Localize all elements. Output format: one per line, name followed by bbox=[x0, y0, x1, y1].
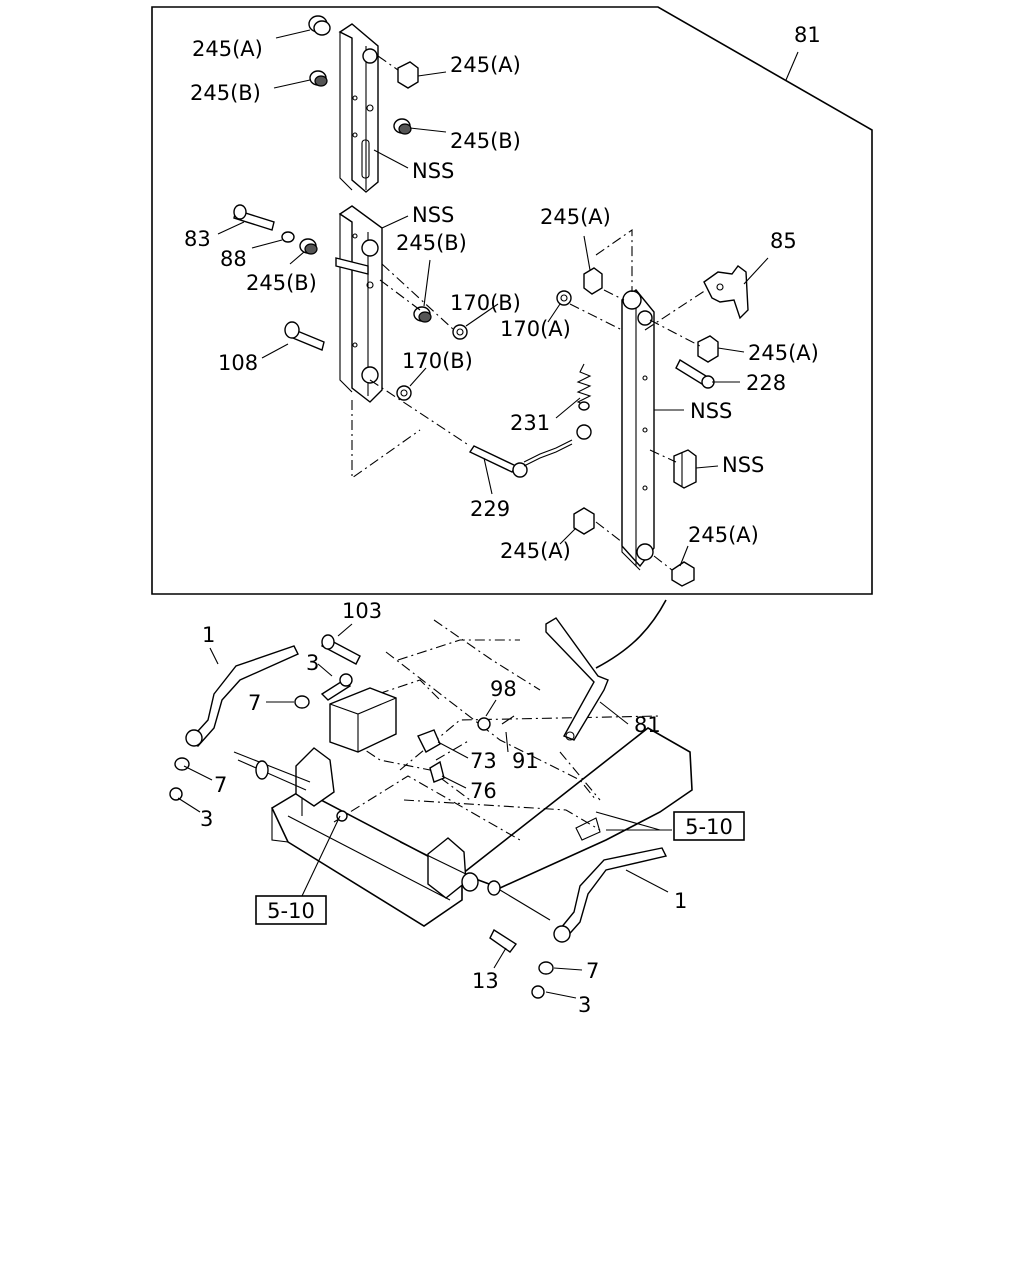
callout-label: 170(B) bbox=[402, 349, 473, 373]
callout-label: 170(A) bbox=[500, 317, 571, 341]
callout-label: 7 bbox=[214, 773, 227, 797]
callout-label: 245(A) bbox=[450, 53, 521, 77]
callout-label: 1 bbox=[202, 623, 215, 647]
callout-label: 13 bbox=[472, 969, 499, 993]
callout-label: 76 bbox=[470, 779, 497, 803]
callout-label: 245(B) bbox=[450, 129, 521, 153]
ref-box-right bbox=[673, 811, 745, 841]
ref-label-right: 5-10 bbox=[685, 815, 733, 839]
callout-label: 1 bbox=[674, 889, 687, 913]
callout-label: 3 bbox=[578, 993, 591, 1017]
callout-label: 245(A) bbox=[688, 523, 759, 547]
ref-label-left: 5-10 bbox=[267, 899, 315, 923]
bushings bbox=[299, 15, 719, 587]
callout-label: 88 bbox=[220, 247, 247, 271]
callout-label: 103 bbox=[342, 599, 382, 623]
leader-lines bbox=[217, 29, 799, 567]
callout-label: NSS bbox=[412, 203, 454, 227]
callout-label: 85 bbox=[770, 229, 797, 253]
washers bbox=[281, 231, 572, 401]
callout-label: 7 bbox=[586, 959, 599, 983]
callout-label: 245(A) bbox=[500, 539, 571, 563]
callout-label: 83 bbox=[184, 227, 211, 251]
callout-label: 108 bbox=[218, 351, 258, 375]
ref-box-left bbox=[255, 895, 327, 925]
upper-bracket bbox=[338, 23, 379, 193]
callout-label: 170(B) bbox=[450, 291, 521, 315]
callout-label: 245(B) bbox=[190, 81, 261, 105]
callout-label: 7 bbox=[248, 691, 261, 715]
rod-229 bbox=[468, 424, 592, 478]
middle-bracket bbox=[335, 205, 383, 403]
callout-label: 98 bbox=[490, 677, 517, 701]
reference-boxes: 5-10 5-10 bbox=[255, 811, 745, 925]
callout-label: 228 bbox=[746, 371, 786, 395]
spring-231 bbox=[576, 363, 592, 411]
callout-labels: 245(A) 245(B) 245(A) 245(B) NSS 81 NSS 8… bbox=[184, 23, 821, 1017]
alignment-lines bbox=[351, 55, 707, 571]
link-bar bbox=[621, 289, 655, 571]
lower-leader-lines bbox=[177, 623, 672, 999]
clip-nss bbox=[673, 449, 697, 489]
bolts bbox=[233, 204, 715, 389]
callout-label: 3 bbox=[306, 651, 319, 675]
callout-label: 245(B) bbox=[246, 271, 317, 295]
detail-frame bbox=[151, 6, 873, 595]
callout-label: 3 bbox=[200, 807, 213, 831]
bracket-85 bbox=[703, 265, 749, 320]
callout-label: 81 bbox=[794, 23, 821, 47]
callout-label: 245(A) bbox=[192, 37, 263, 61]
callout-label: 229 bbox=[470, 497, 510, 521]
callout-label: NSS bbox=[412, 159, 454, 183]
callout-label: 245(A) bbox=[540, 205, 611, 229]
callout-label: 73 bbox=[470, 749, 497, 773]
callout-label: 245(A) bbox=[748, 341, 819, 365]
callout-label: 91 bbox=[512, 749, 539, 773]
callout-label: 81 bbox=[634, 713, 661, 737]
callout-label: 245(B) bbox=[396, 231, 467, 255]
callout-label: 231 bbox=[510, 411, 550, 435]
callout-label: NSS bbox=[690, 399, 732, 423]
callout-label: NSS bbox=[722, 453, 764, 477]
frame-assembly bbox=[169, 599, 693, 999]
